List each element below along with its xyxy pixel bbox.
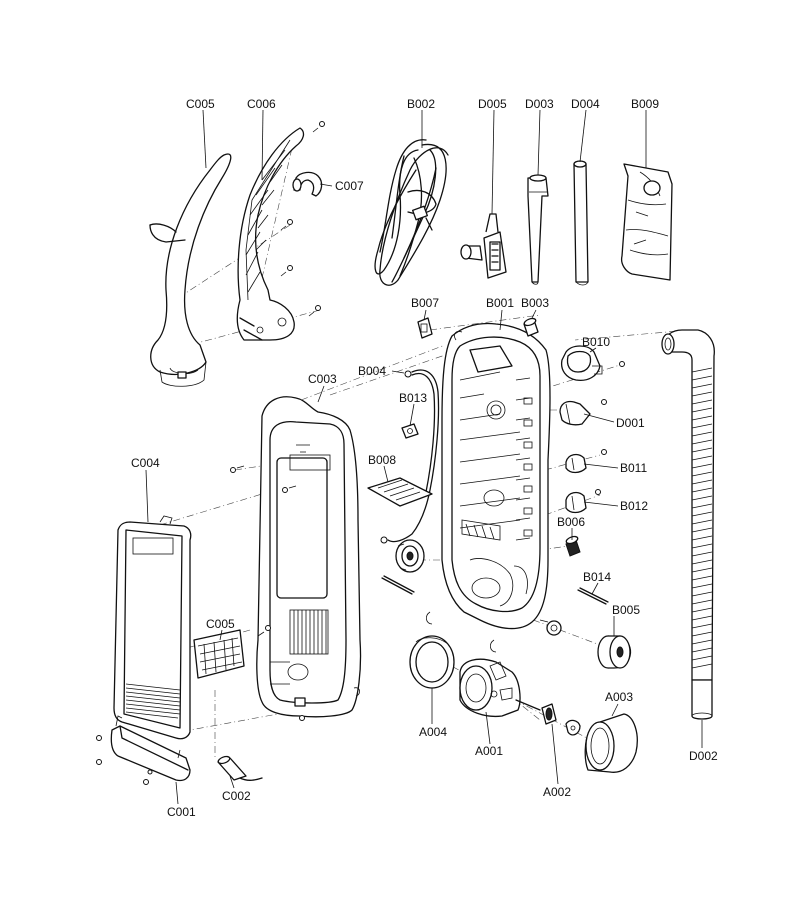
- screws-c003: [230, 465, 305, 721]
- part-b010-clamp: [560, 345, 625, 382]
- part-b012-clip: [565, 489, 601, 514]
- door-vent-slots: [125, 683, 181, 719]
- part-c006-handle-frame: [236, 127, 305, 341]
- part-b003-cap: [523, 317, 539, 337]
- part-c002-switch: [217, 755, 263, 781]
- label-b013: B013: [399, 391, 427, 405]
- label-a003: A003: [605, 690, 633, 704]
- part-b005-wheel: [597, 635, 632, 669]
- part-d005-upholstery-tool: [460, 213, 507, 279]
- part-c005-handle-cover: [149, 153, 232, 387]
- label-d001: D001: [616, 416, 645, 430]
- label-b004: B004: [358, 364, 386, 378]
- part-b013-bracket: [401, 423, 419, 439]
- part-d002-hose: [661, 329, 715, 720]
- part-d004-extension-wand: [573, 160, 589, 286]
- grille-slots: [289, 609, 329, 655]
- part-d001-clip: [559, 399, 607, 426]
- housing-ribs: [459, 371, 533, 541]
- label-d004: D004: [571, 97, 600, 111]
- part-b004-wire-harness: [380, 369, 440, 544]
- part-b007-clip: [417, 317, 433, 339]
- label-b002: B002: [407, 97, 435, 111]
- label-b011: B011: [620, 461, 647, 475]
- label-c007: C007: [335, 179, 364, 193]
- part-labels: C005 C006 C007 B002 D005 D003 D004 B009 …: [131, 97, 718, 819]
- part-a004-ring: [409, 635, 455, 689]
- label-b001: B001: [486, 296, 514, 310]
- label-c004: C004: [131, 456, 160, 470]
- part-b001-main-housing: [441, 322, 562, 636]
- part-c007-cord-hook: [292, 171, 323, 197]
- part-c003-front-cover: [256, 396, 362, 718]
- label-b010: B010: [582, 335, 610, 349]
- label-b014: B014: [583, 570, 611, 584]
- screws-c006: [280, 121, 325, 317]
- label-b006: B006: [557, 515, 585, 529]
- part-b008-filter-sheet: [367, 477, 433, 507]
- part-wheel-left: [395, 539, 425, 573]
- part-a002-impeller: [541, 703, 581, 736]
- label-c005-top: C005: [186, 97, 215, 111]
- part-b011-clip: [565, 449, 607, 474]
- part-axle-pin: [381, 575, 415, 595]
- part-d003-crevice-wand: [527, 174, 549, 285]
- label-c005-filter: C005: [206, 617, 235, 631]
- part-c001-latch: [110, 715, 191, 782]
- leader-lines: [145, 109, 703, 805]
- part-b014-pin: [577, 587, 609, 605]
- label-d002: D002: [689, 749, 718, 763]
- label-b005: B005: [612, 603, 640, 617]
- label-b012: B012: [620, 499, 648, 513]
- label-b007: B007: [411, 296, 439, 310]
- screws-c001: [96, 735, 153, 785]
- label-c006: C006: [247, 97, 276, 111]
- part-b002-power-cord: [374, 139, 449, 286]
- label-b003: B003: [521, 296, 549, 310]
- label-c002: C002: [222, 789, 251, 803]
- label-a001: A001: [475, 744, 503, 758]
- part-b009-dust-bag: [620, 163, 673, 281]
- label-b008: B008: [368, 453, 396, 467]
- label-c003: C003: [308, 372, 337, 386]
- label-d003: D003: [525, 97, 554, 111]
- label-b009: B009: [631, 97, 659, 111]
- hose-ribs: [691, 367, 713, 669]
- part-b006-knob: [565, 535, 581, 557]
- small-washers: [426, 611, 497, 653]
- part-c005-filter-pad: [193, 629, 245, 679]
- label-c001: C001: [167, 805, 196, 819]
- label-d005: D005: [478, 97, 507, 111]
- part-c004-filter-door: [113, 515, 192, 740]
- part-a003-ring: [584, 713, 638, 773]
- label-a002: A002: [543, 785, 571, 799]
- part-a001-motor: [459, 658, 541, 718]
- label-a004: A004: [419, 725, 447, 739]
